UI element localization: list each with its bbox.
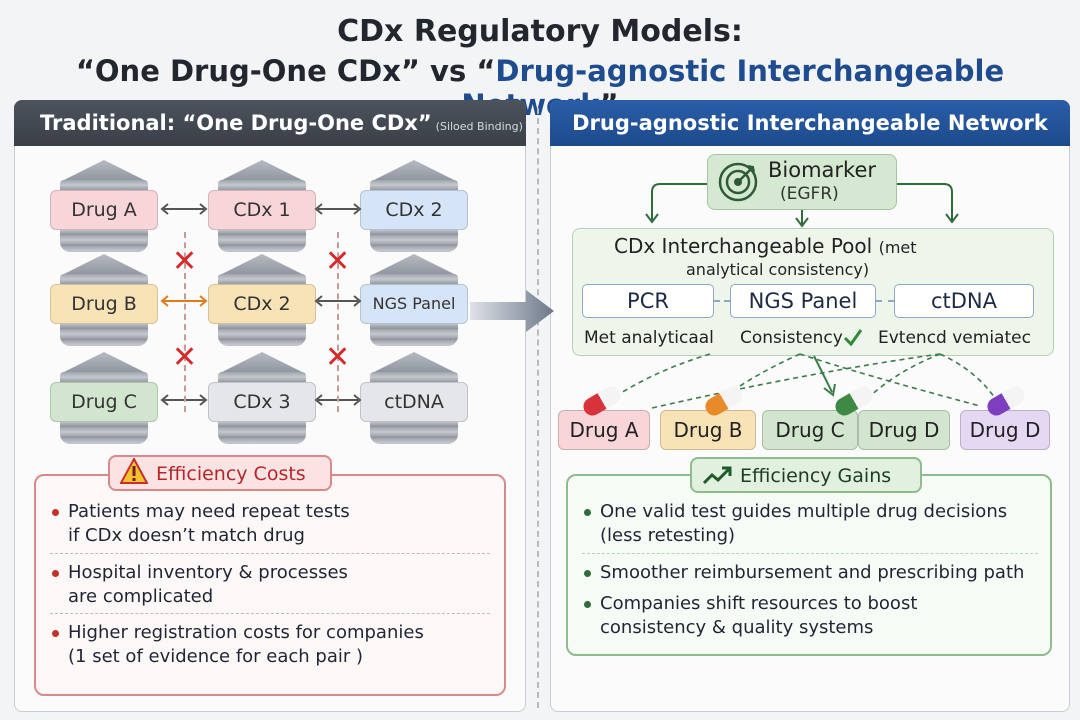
silo-drug-a: Drug A — [50, 160, 158, 256]
gain-item-line2: (less retesting) — [600, 525, 736, 546]
consistency-text-b: Consistency — [740, 328, 843, 348]
bullet-dot — [584, 570, 591, 577]
subtitle-left-model: “One Drug-One CDx” vs “ — [75, 54, 496, 88]
drug-card-b: Drug B — [660, 410, 756, 450]
drug-c-label: Drug C — [50, 382, 158, 422]
broken-link-line — [337, 232, 339, 412]
cost-item-line2: if CDx doesn’t match drug — [68, 525, 305, 546]
cost-item: Higher registration costs for companies (… — [68, 621, 424, 669]
bullet-dot — [584, 601, 591, 608]
silo-cdx2-top: CDx 2 — [360, 160, 468, 256]
network-header: Drug-agnostic Interchangeable Network — [550, 100, 1070, 146]
test-link — [876, 300, 894, 302]
cost-item-line2: are complicated — [68, 586, 214, 607]
consistency-text-c: Evtencd vemiatec — [878, 328, 1031, 348]
cost-item-line1: Patients may need repeat tests — [68, 501, 350, 522]
broken-link-line — [184, 232, 186, 412]
cost-item-line1: Higher registration costs for companies — [68, 622, 424, 643]
traditional-header: Traditional: “One Drug-One CDx”(Siloed B… — [14, 100, 526, 146]
gain-item: One valid test guides multiple drug deci… — [600, 500, 1007, 548]
panel-divider — [537, 108, 539, 708]
page-subtitle: “One Drug-One CDx” vs “Drug-agnostic Int… — [0, 54, 1080, 122]
biomarker-title: Biomarker — [768, 158, 877, 182]
silo-ctdna: ctDNA — [360, 352, 468, 448]
gain-item-line1: Smoother reimbursement and prescribing p… — [600, 562, 1025, 583]
check-icon — [843, 329, 863, 347]
cross-icon: ✕ — [172, 244, 198, 279]
cross-icon: ✕ — [172, 340, 198, 375]
cdx3-label: CDx 3 — [208, 382, 316, 422]
warning-icon — [120, 458, 148, 484]
bullet-dot — [584, 509, 591, 516]
cdx2-mid-label: CDx 2 — [208, 284, 316, 324]
pool-title-text: CDx Interchangeable Pool — [614, 234, 873, 258]
cost-separator — [50, 613, 490, 614]
gain-separator — [582, 553, 1038, 554]
transition-arrow-icon — [470, 290, 554, 332]
gain-item-line1: Companies shift resources to boost — [600, 593, 918, 614]
consistency-text-a: Met analyticaal — [584, 328, 714, 348]
silo-drug-b: Drug B — [50, 254, 158, 350]
test-link — [714, 300, 730, 302]
efficiency-gains-box — [566, 474, 1052, 656]
cdx1-label: CDx 1 — [208, 190, 316, 230]
double-arrow-icon — [314, 203, 362, 215]
test-pcr: PCR — [582, 284, 714, 318]
gain-item: Companies shift resources to boost consis… — [600, 592, 917, 640]
silo-drug-c: Drug C — [50, 352, 158, 448]
trend-up-icon — [702, 466, 732, 485]
traditional-header-text: Traditional: “One Drug-One CDx” — [40, 111, 432, 135]
gain-item-line1: One valid test guides multiple drug deci… — [600, 501, 1008, 522]
double-arrow-icon — [160, 203, 208, 215]
cost-item-line2: (1 set of evidence for each pair ) — [68, 646, 364, 667]
ctdna-label: ctDNA — [360, 382, 468, 422]
biomarker-subtitle: (EGFR) — [780, 184, 839, 204]
drug-card-a: Drug A — [558, 410, 650, 450]
test-ctdna: ctDNA — [894, 284, 1034, 318]
drug-card-d: Drug D — [858, 410, 950, 450]
gain-item-line2: consistency & quality systems — [600, 617, 874, 638]
cross-icon: ✕ — [325, 340, 351, 375]
pool-title-note: (met — [878, 238, 917, 257]
silo-ngs-panel: NGS Panel — [360, 254, 468, 350]
biomarker-flow-arrows — [645, 183, 959, 228]
drug-card-c: Drug C — [762, 410, 858, 450]
test-ngs-panel: NGS Panel — [730, 284, 876, 318]
efficiency-costs-box — [34, 474, 506, 696]
drug-b-label: Drug B — [50, 284, 158, 324]
silo-cdx1: CDx 1 — [208, 160, 316, 256]
silo-cdx3: CDx 3 — [208, 352, 316, 448]
cost-item: Hospital inventory & processes are compli… — [68, 561, 348, 609]
ngs-panel-label: NGS Panel — [360, 284, 468, 324]
page-title: CDx Regulatory Models: — [337, 14, 743, 49]
silo-cdx2-mid: CDx 2 — [208, 254, 316, 350]
cost-item: Patients may need repeat tests if CDx doe… — [68, 500, 350, 548]
pool-subtitle: analytical consistency) — [686, 260, 870, 279]
efficiency-costs-heading: Efficiency Costs — [108, 455, 332, 491]
cost-separator — [50, 553, 490, 554]
target-icon — [718, 162, 758, 202]
bullet-dot — [52, 570, 59, 577]
drug-a-label: Drug A — [50, 190, 158, 230]
pool-title: CDx Interchangeable Pool (met — [614, 234, 917, 258]
pool-to-drugs-arrows — [603, 353, 1001, 409]
cross-icon: ✕ — [325, 244, 351, 279]
cdx2-top-label: CDx 2 — [360, 190, 468, 230]
gain-item: Smoother reimbursement and prescribing p… — [600, 561, 1024, 585]
bullet-dot — [52, 509, 59, 516]
cost-item-line1: Hospital inventory & processes — [68, 562, 348, 583]
drug-card-d-alt: Drug D — [960, 410, 1050, 450]
bullet-dot — [52, 630, 59, 637]
traditional-header-note: (Siloed Binding) — [435, 120, 523, 133]
